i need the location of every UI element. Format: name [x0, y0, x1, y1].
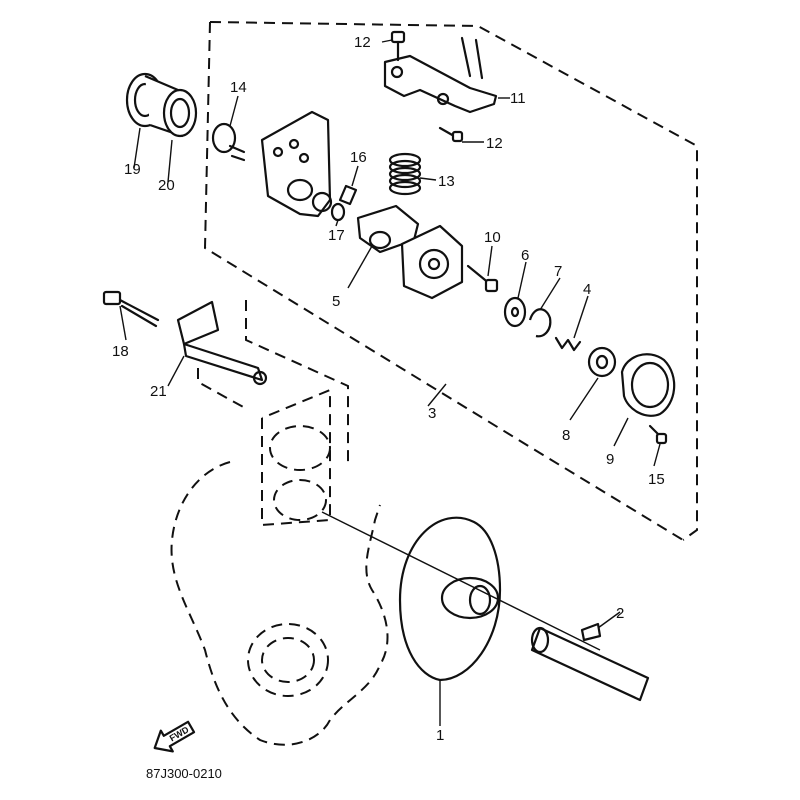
callout-19: 19	[124, 161, 141, 178]
clip-part-7	[528, 308, 552, 338]
diagram-code: 87J300-0210	[146, 766, 222, 781]
bolt-part-15	[648, 424, 668, 445]
assembly-outline	[197, 21, 698, 541]
callout-2: 2	[616, 605, 624, 622]
cover-part-9	[620, 353, 676, 417]
callout-14: 14	[230, 79, 247, 96]
callout-16: 16	[350, 149, 367, 166]
bracket-part-21	[176, 300, 268, 386]
callout-12-mid: 12	[486, 135, 503, 152]
callout-17: 17	[328, 227, 345, 244]
ring-part-17	[330, 202, 346, 222]
key-part-2	[580, 622, 602, 642]
callout-9: 9	[606, 451, 614, 468]
washer-part-14	[211, 122, 246, 162]
spring-part-13	[388, 152, 422, 196]
governor-housing	[260, 110, 333, 218]
callout-18: 18	[112, 343, 129, 360]
spring-part-4	[554, 336, 582, 352]
callout-21: 21	[150, 383, 167, 400]
callout-3: 3	[428, 405, 436, 422]
callout-8: 8	[562, 427, 570, 444]
bolt-part-18	[102, 290, 160, 328]
callout-15: 15	[648, 471, 665, 488]
screw-part-12-top	[390, 30, 406, 62]
lever-part-11	[383, 36, 498, 114]
callout-6: 6	[521, 247, 529, 264]
assembly-axis	[321, 511, 601, 651]
seal-part-8	[587, 346, 617, 378]
washer-part-6	[503, 296, 527, 328]
callout-13: 13	[438, 173, 455, 190]
callout-7: 7	[554, 263, 562, 280]
callout-11: 11	[510, 90, 526, 107]
sleeve-part-20	[144, 74, 198, 138]
callout-20: 20	[158, 177, 175, 194]
callout-12-top: 12	[354, 34, 371, 51]
fwd-arrow-icon: FWD	[153, 720, 196, 753]
screw-part-12-mid	[438, 126, 464, 143]
pump-body	[400, 224, 464, 300]
callout-1: 1	[436, 727, 444, 744]
callout-5: 5	[332, 293, 340, 310]
callout-4: 4	[583, 281, 591, 298]
leader-lines	[119, 39, 661, 726]
engine-case	[170, 388, 389, 746]
output-shaft	[530, 626, 650, 702]
bolt-part-10	[466, 264, 499, 293]
pin-part-16	[338, 184, 358, 206]
pulley-disc-part-1	[398, 516, 502, 682]
callout-10: 10	[484, 229, 501, 246]
